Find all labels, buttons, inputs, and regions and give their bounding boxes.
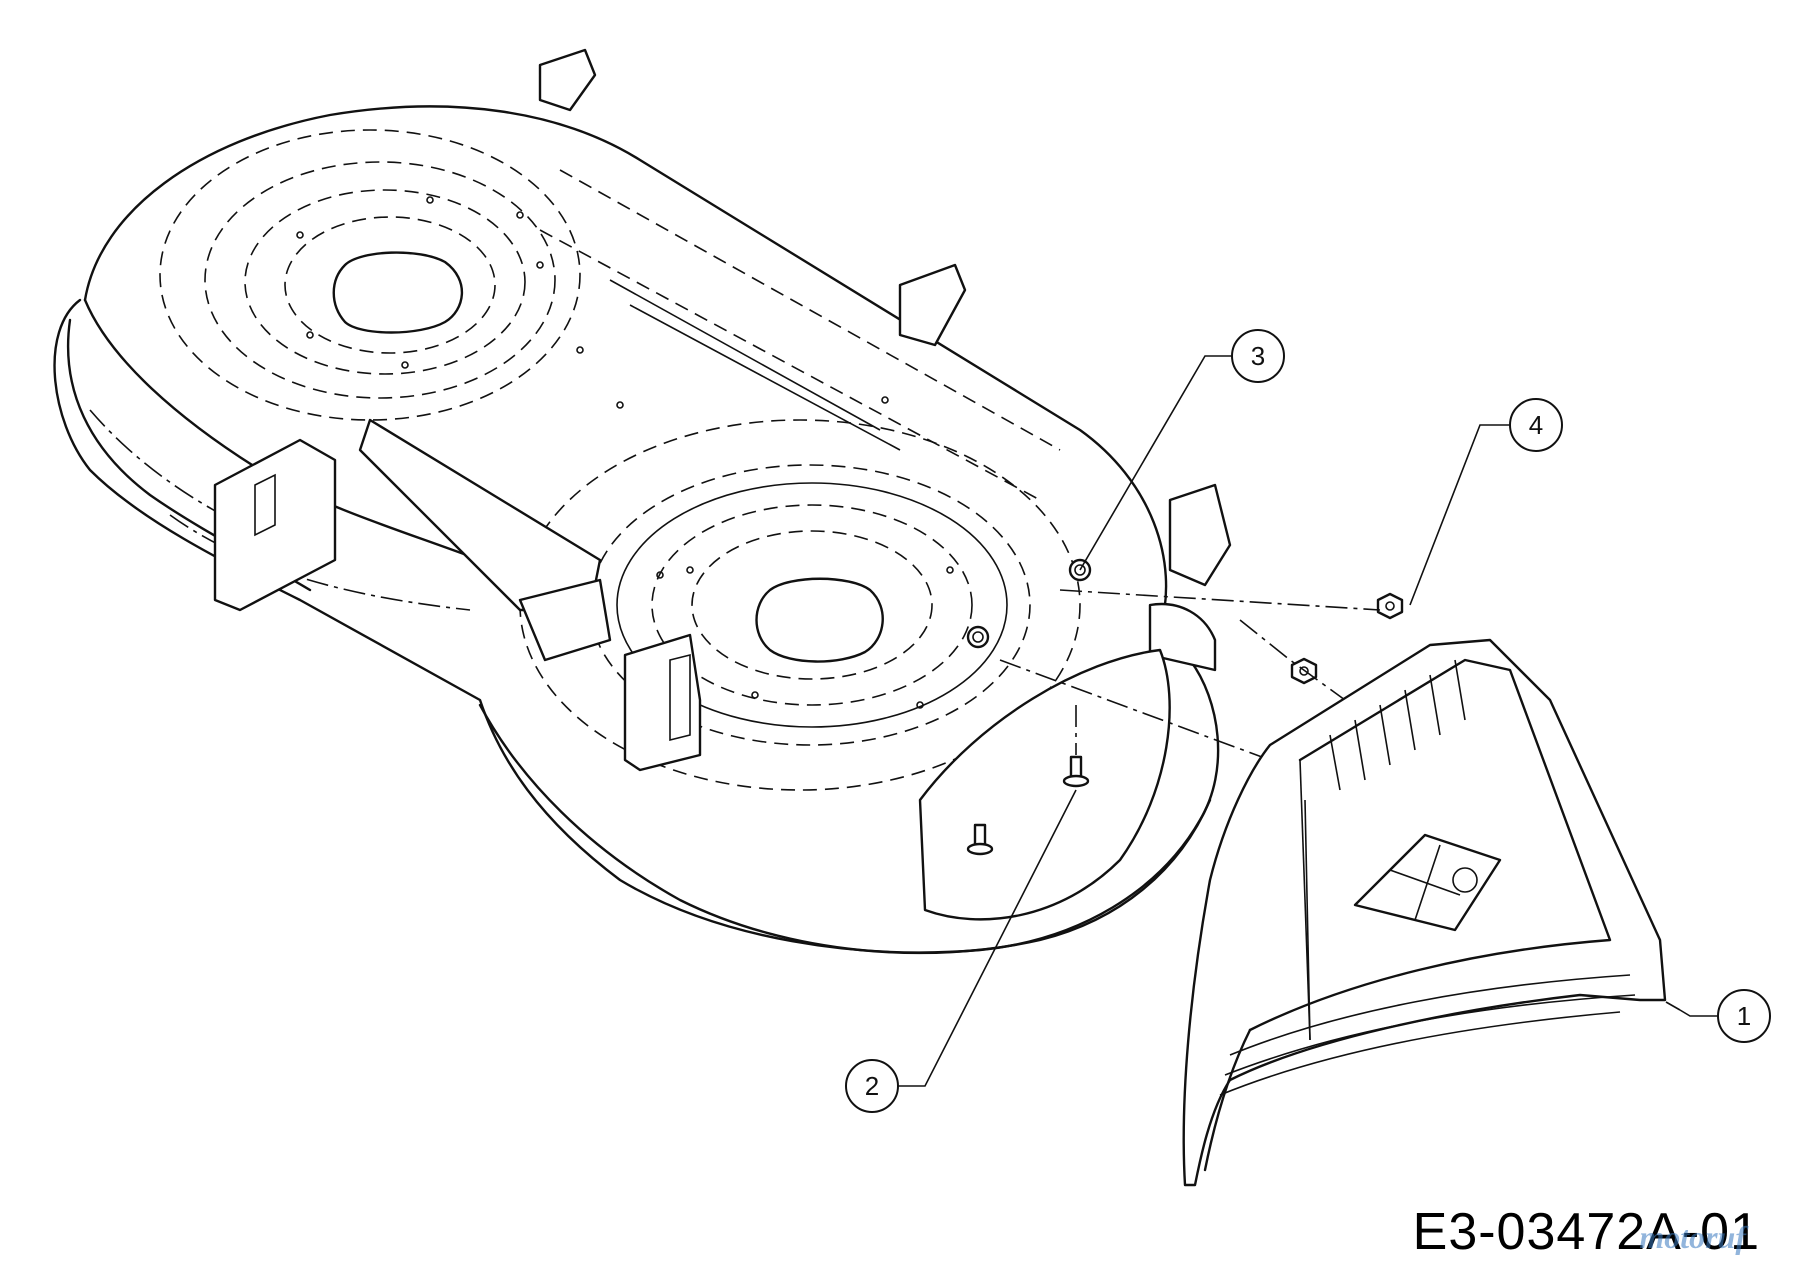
- discharge-chute-part-1: [1182, 638, 1667, 1187]
- bushing-part-3: [966, 558, 1092, 649]
- mower-deck: [53, 48, 1232, 955]
- svg-text:4: 4: [1529, 410, 1543, 440]
- svg-text:1: 1: [1737, 1001, 1751, 1031]
- pin-part-2: [966, 705, 1090, 856]
- callout-3: 3: [1231, 329, 1285, 383]
- leader-lines: [898, 355, 1718, 1087]
- mounting-holes: [296, 196, 954, 709]
- svg-text:2: 2: [865, 1071, 879, 1101]
- svg-text:3: 3: [1251, 341, 1265, 371]
- safety-label: [1353, 833, 1502, 932]
- watermark-logo: motoruf: [1639, 1219, 1746, 1255]
- chute-ribs: [1329, 659, 1466, 791]
- diagram-code: E3-03472A-01: [1412, 1203, 1760, 1261]
- callout-4: 4: [1509, 398, 1563, 452]
- callout-2: 2: [845, 1059, 899, 1113]
- nut-part-4: [999, 589, 1404, 761]
- callout-1: 1: [1717, 989, 1771, 1043]
